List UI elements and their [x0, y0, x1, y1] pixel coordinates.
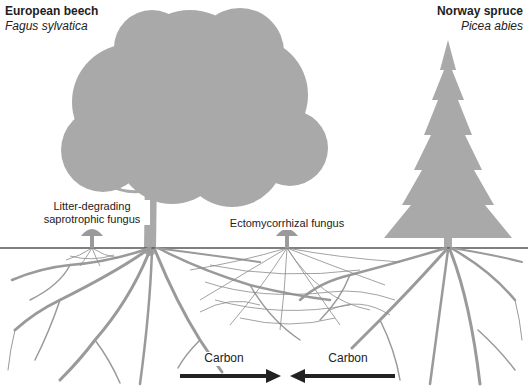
mycelium-network [190, 248, 400, 330]
beech-roots [8, 248, 330, 384]
fungus-label: Litter-degrading saprotrophic fungus [34, 200, 150, 225]
ground-line [0, 247, 528, 249]
flow-label: Carbon [202, 352, 245, 366]
fungus-label: Ectomycorrhizal fungus [228, 217, 346, 230]
mushroom-icon [81, 229, 298, 248]
tree-name: European beech [3, 5, 100, 19]
flow-label: Carbon [326, 352, 369, 366]
saprotroph-mycelium [66, 248, 118, 266]
species-name: Fagus sylvatica [3, 20, 90, 34]
beech-crown [61, 8, 328, 207]
spruce-crown [384, 40, 512, 238]
tree-name: Norway spruce [435, 5, 525, 19]
carbon-flow-arrow [180, 369, 395, 383]
species-name: Picea abies [459, 20, 525, 34]
